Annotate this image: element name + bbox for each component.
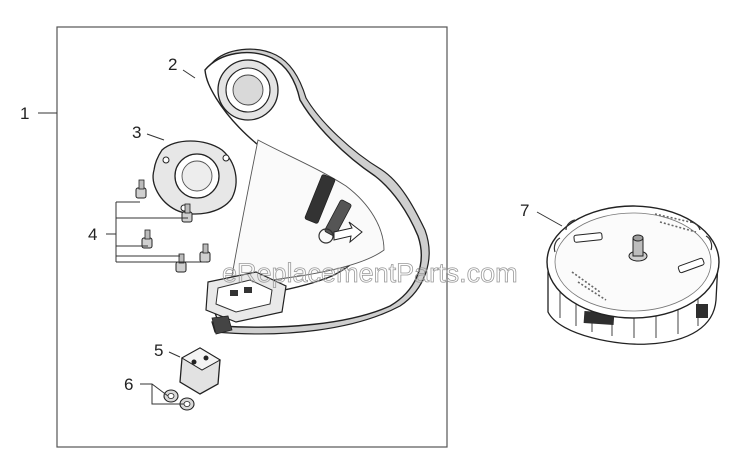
leader-4-bracket bbox=[106, 201, 206, 263]
leader-6-bracket bbox=[140, 383, 184, 405]
part-7-trimmer-head[interactable] bbox=[546, 205, 720, 345]
part-4-screw-e[interactable] bbox=[175, 253, 187, 273]
part-4-screw-a[interactable] bbox=[135, 179, 147, 199]
callout-5: 5 bbox=[154, 341, 163, 360]
part-2-debris-shield[interactable] bbox=[204, 48, 430, 335]
callout-6: 6 bbox=[124, 375, 133, 394]
watermark: eReplacementParts.com bbox=[222, 258, 518, 288]
callout-3: 3 bbox=[132, 123, 141, 142]
part-5-blade-plate[interactable] bbox=[179, 347, 221, 395]
assembly-frame bbox=[56, 26, 448, 448]
leader-2 bbox=[182, 69, 196, 79]
callout-1: 1 bbox=[20, 104, 29, 123]
leader-5 bbox=[168, 351, 181, 358]
part-4-screw-d[interactable] bbox=[199, 243, 211, 263]
part-4-screw-b[interactable] bbox=[181, 203, 193, 223]
leader-3 bbox=[146, 133, 165, 141]
callout-7: 7 bbox=[520, 201, 529, 220]
part-3-gasket[interactable] bbox=[152, 140, 237, 215]
part-4-screw-c[interactable] bbox=[141, 229, 153, 249]
part-6-nut-b[interactable] bbox=[179, 397, 195, 411]
callout-2: 2 bbox=[168, 55, 177, 74]
callout-4: 4 bbox=[88, 225, 97, 244]
part-6-nut-a[interactable] bbox=[163, 389, 179, 403]
leader-7 bbox=[536, 211, 563, 227]
